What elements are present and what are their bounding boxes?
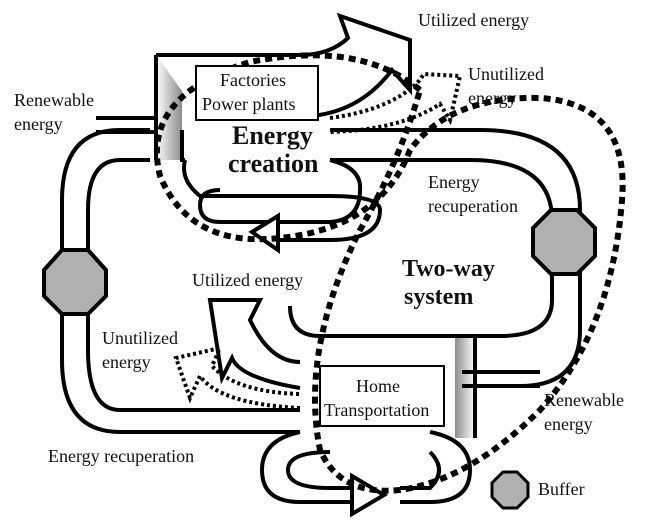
transportation-label: Transportation bbox=[324, 400, 429, 420]
unutilized-energy-top-label-1: Unutilized bbox=[468, 64, 544, 84]
factories-box bbox=[195, 65, 319, 121]
left-loop-inner bbox=[86, 158, 300, 412]
unutilized-arrow-mid bbox=[173, 345, 301, 410]
energy-recuperation-right-label-2: recuperation bbox=[428, 196, 518, 216]
right-loop-outer bbox=[462, 128, 582, 388]
bottom-arrowhead bbox=[350, 472, 388, 518]
home-box bbox=[319, 365, 445, 427]
buffer-left bbox=[42, 248, 108, 316]
two-way-title-2: system bbox=[404, 284, 473, 310]
bottom-loop-inner bbox=[285, 450, 441, 490]
utilized-arrow-mid bbox=[207, 298, 301, 390]
unutilized-arrow-top bbox=[329, 71, 463, 134]
unutilized-energy-mid-label-2: energy bbox=[102, 352, 151, 372]
right-loop-inner bbox=[288, 158, 554, 338]
unutilized-energy-mid-label-1: Unutilized bbox=[102, 328, 178, 348]
buffer-legend-icon bbox=[490, 470, 530, 510]
energy-creation-title-2: creation bbox=[228, 149, 319, 178]
utilized-energy-mid-label: Utilized energy bbox=[192, 270, 303, 290]
bottom-loop-outer bbox=[259, 430, 473, 504]
energy-creation-title-1: Energy bbox=[232, 121, 313, 150]
factories-label: Factories bbox=[220, 70, 286, 90]
unutilized-energy-top-label-2: energy bbox=[468, 88, 517, 108]
utilized-energy-top-label: Utilized energy bbox=[418, 10, 529, 30]
energy-recuperation-right-label-1: Energy bbox=[428, 172, 480, 192]
renewable-energy-right-label-1: Renewable bbox=[544, 390, 624, 410]
two-way-dotted-loop bbox=[153, 52, 626, 494]
power-plants-label: Power plants bbox=[202, 94, 296, 114]
creation-inner-loop bbox=[182, 159, 383, 242]
home-label: Home bbox=[356, 376, 400, 396]
two-way-title-1: Two-way bbox=[402, 256, 495, 282]
buffer-legend-label: Buffer bbox=[538, 479, 585, 499]
renewable-energy-left-label-1: Renewable bbox=[14, 90, 94, 110]
energy-recuperation-bottom-label: Energy recuperation bbox=[48, 446, 194, 466]
renewable-energy-right-label-2: energy bbox=[544, 414, 593, 434]
renewable-energy-left-label-2: energy bbox=[14, 114, 63, 134]
buffer-right bbox=[531, 208, 597, 276]
